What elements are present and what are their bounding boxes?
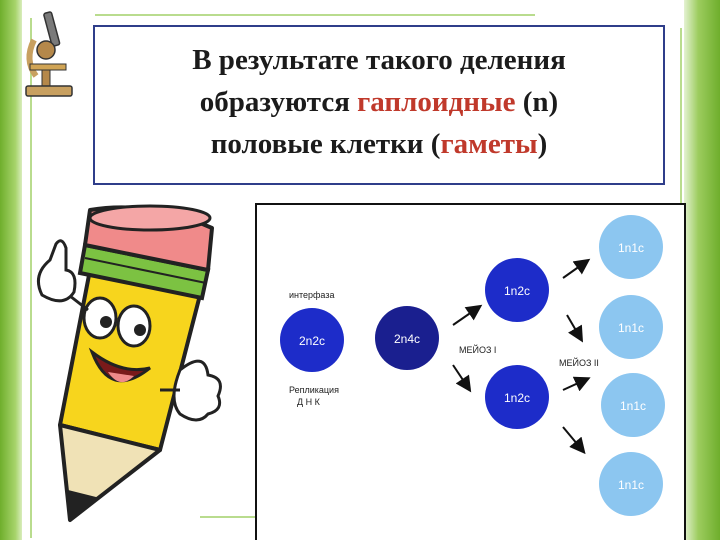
left-green-border bbox=[0, 0, 22, 540]
arrow bbox=[452, 364, 472, 393]
gametes-word: гаметы bbox=[440, 128, 538, 160]
cell-interphase bbox=[280, 308, 344, 372]
replication-label: Репликация bbox=[289, 385, 339, 395]
cell-label: 1n2c bbox=[504, 284, 530, 298]
meiosis-diagram: 2n2c 2n4c 1n2c 1n2c 1n1c 1n1c 1n1c 1n1c … bbox=[255, 203, 686, 540]
arrow bbox=[562, 376, 591, 392]
decorative-line bbox=[30, 18, 32, 538]
arrow bbox=[562, 258, 591, 279]
cell-label: 1n1c bbox=[618, 478, 644, 492]
decorative-line bbox=[95, 14, 535, 16]
microscope-icon bbox=[25, 11, 73, 97]
title-line-1: В результате такого деления bbox=[192, 44, 566, 76]
title-text: В результате такого деления образуются г… bbox=[95, 39, 663, 165]
meiosis1-label: МЕЙОЗ I bbox=[459, 344, 496, 355]
interphase-label: интерфаза bbox=[289, 290, 334, 300]
cell-gamete-3 bbox=[601, 373, 665, 437]
cell-gamete-1 bbox=[599, 215, 663, 279]
cell-label: 1n1c bbox=[620, 399, 646, 413]
title-box: В результате такого деления образуются г… bbox=[93, 25, 665, 185]
title-line-3-end: ) bbox=[537, 128, 548, 160]
title-line-2-start: образуются bbox=[199, 86, 358, 118]
dna-label: Д Н К bbox=[297, 397, 321, 407]
cell-label: 2n4c bbox=[394, 332, 420, 346]
cell-replicated bbox=[375, 306, 439, 370]
cell-meiosis1-bottom bbox=[485, 365, 549, 429]
right-green-border bbox=[684, 0, 720, 540]
arrow bbox=[562, 426, 586, 455]
pencil-character bbox=[36, 204, 222, 522]
cell-label: 1n1c bbox=[618, 321, 644, 335]
title-line-2-end: (n) bbox=[515, 86, 559, 118]
title-line-3-start: половые клетки ( bbox=[210, 128, 441, 160]
cell-gamete-2 bbox=[599, 295, 663, 359]
arrow bbox=[452, 304, 483, 326]
cell-label: 1n2c bbox=[504, 391, 530, 405]
arrow bbox=[566, 314, 584, 343]
cell-label: 1n1c bbox=[618, 241, 644, 255]
cell-meiosis1-top bbox=[485, 258, 549, 322]
meiosis-diagram-canvas: 2n2c 2n4c 1n2c 1n2c 1n1c 1n1c 1n1c 1n1c … bbox=[280, 215, 665, 516]
cell-label: 2n2c bbox=[299, 334, 325, 348]
cell-gamete-4 bbox=[599, 452, 663, 516]
meiosis2-label: МЕЙОЗ II bbox=[559, 357, 599, 368]
haploid-word: гаплоидные bbox=[357, 86, 516, 118]
